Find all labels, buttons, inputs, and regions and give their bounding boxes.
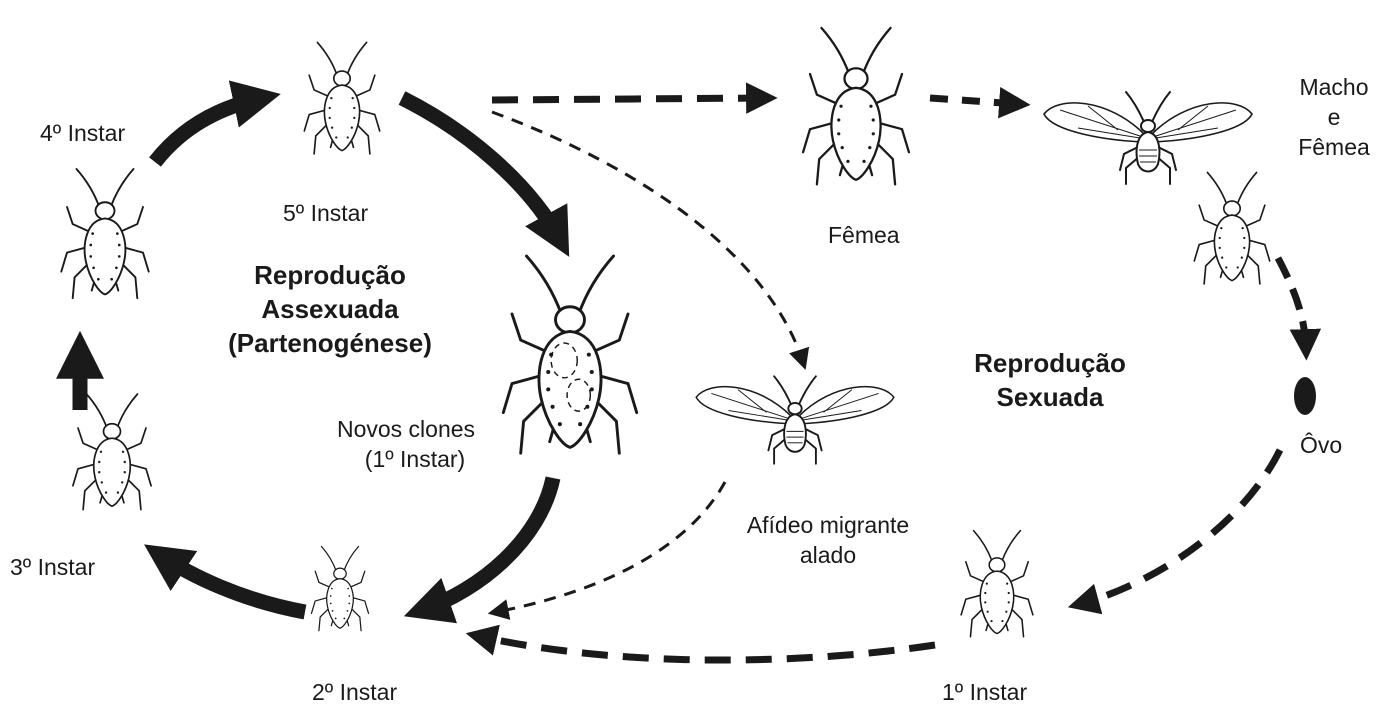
arrow-femea-to-macho — [930, 98, 1018, 104]
arrow-5th-to-femea — [492, 98, 765, 100]
title-asexual-line2: Assexuada — [190, 292, 470, 326]
title-sexual-reproduction: Reprodução Sexuada — [950, 346, 1150, 414]
aphid-4th-instar-icon — [61, 169, 148, 298]
title-sexual-line1: Reprodução — [950, 346, 1150, 380]
label-afideo-migrante: Afídeo migrante alado — [708, 510, 948, 570]
label-1st-instar: 1º Instar — [942, 677, 1027, 707]
label-afideo-line1: Afídeo migrante — [708, 510, 948, 540]
label-afideo-line2: alado — [708, 540, 948, 570]
label-macho: Macho — [1290, 72, 1378, 102]
label-femea: Fêmea — [828, 220, 900, 250]
aphid-2nd-instar-icon — [311, 546, 368, 630]
aphid-winged-macho-icon — [1044, 92, 1252, 184]
label-novos-clones: Novos clones (1º Instar) — [296, 414, 516, 474]
title-asexual-line3: (Partenogénese) — [190, 326, 470, 360]
arrow-5th-to-clones — [402, 98, 560, 240]
label-2nd-instar: 2º Instar — [312, 677, 397, 707]
aphid-winged-migrant-icon — [696, 376, 894, 463]
aphid-3rd-instar-icon — [73, 394, 151, 510]
arrow-ovo-to-1st — [1080, 450, 1280, 604]
label-novos-clones-line2: (1º Instar) — [296, 444, 516, 474]
label-ovo: Ôvo — [1300, 430, 1342, 460]
label-femea-2: Fêmea — [1290, 132, 1378, 162]
label-macho-femea: Macho e Fêmea — [1290, 72, 1378, 162]
title-asexual-reproduction: Reprodução Assexuada (Partenogénese) — [190, 258, 470, 360]
arrow-macho-to-ovo — [1278, 258, 1306, 348]
arrow-clones-to-2nd — [422, 478, 553, 610]
aphid-5th-instar-icon — [304, 42, 379, 154]
egg-icon — [1294, 377, 1316, 415]
label-5th-instar: 5º Instar — [283, 198, 368, 228]
arrow-4th-to-5th — [155, 98, 262, 162]
arrow-5th-to-migrant — [492, 112, 803, 362]
label-novos-clones-line1: Novos clones — [296, 414, 516, 444]
arrow-migrant-to-2nd — [496, 482, 725, 612]
title-asexual-line1: Reprodução — [190, 258, 470, 292]
label-e: e — [1290, 102, 1378, 132]
aphid-femea-mating-icon — [1194, 172, 1269, 284]
arrow-1st-to-2nd — [478, 636, 935, 660]
label-3rd-instar: 3º Instar — [10, 552, 95, 582]
title-sexual-line2: Sexuada — [950, 380, 1150, 414]
aphid-1st-instar-icon — [961, 531, 1033, 637]
aphid-femea-icon — [803, 28, 909, 184]
aphid-clones-mother-icon — [503, 256, 636, 453]
label-4th-instar: 4º Instar — [40, 118, 125, 148]
arrow-2nd-to-3rd — [160, 555, 305, 612]
